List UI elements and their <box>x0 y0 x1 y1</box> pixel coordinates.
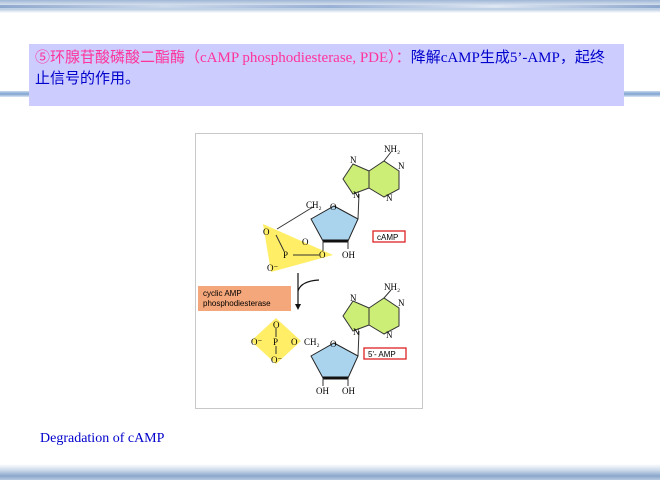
p-label: P <box>273 337 278 347</box>
phosphate-triangle <box>263 224 333 272</box>
ch2-label: CH₂ <box>304 337 320 347</box>
o-label: O <box>302 237 309 247</box>
nh2-label: NH₂ <box>384 144 400 154</box>
ch2-label: CH₂ <box>306 200 322 210</box>
o-label: O <box>330 202 337 212</box>
enzyme-box <box>198 286 291 311</box>
amp-label: 5'- AMP <box>368 350 396 359</box>
adenine-six-ring <box>368 297 400 335</box>
title-box: ⑤环腺苷酸磷酸二酯酶（cAMP phosphodiesterase, PDE）：… <box>29 44 624 106</box>
o-minus-label: O⁻ <box>267 263 278 273</box>
o-minus-label: O⁻ <box>251 337 262 347</box>
n-label: N <box>350 155 357 165</box>
o-label: O <box>263 227 270 237</box>
camp-label: cAMP <box>377 233 398 242</box>
title-blue-text: 降解cAMP生成5’-AMP，起终止信号的作用。 <box>35 50 605 87</box>
footer-band <box>0 464 660 480</box>
oh-label: OH <box>342 386 355 396</box>
oh-label: OH <box>342 250 355 260</box>
o-label: O <box>291 337 298 347</box>
phosphate-diamond <box>251 318 301 364</box>
title-pink-text: ⑤环腺苷酸磷酸二酯酶（cAMP phosphodiesterase, PDE）： <box>35 50 411 66</box>
ribose-ring <box>310 342 359 379</box>
ribose-ring <box>310 205 359 242</box>
camp-label-box <box>372 230 406 243</box>
n-label: N <box>350 293 357 303</box>
reaction-diagram: NH₂ N N N N CH₂ O O O P O O⁻ OH cAMP cyc… <box>198 144 407 396</box>
amp-label-box <box>363 347 407 360</box>
enzyme-label-line2: phosphodiesterase <box>203 299 271 308</box>
header-stripe <box>0 5 660 8</box>
enzyme-label-line1: cyclic AMP <box>203 289 242 298</box>
n-label: N <box>353 190 360 200</box>
reaction-arrow <box>295 273 320 310</box>
oh-label: OH <box>316 386 329 396</box>
o-label: O <box>319 250 326 260</box>
nh2-label: NH₂ <box>384 282 400 292</box>
o-label: O <box>273 320 280 330</box>
figure-caption: Degradation of cAMP <box>40 431 165 446</box>
o-label: O <box>330 339 337 349</box>
adenine-six-ring <box>368 160 400 198</box>
amp-molecule: NH₂ N N N N O O⁻ P O CH₂ O O⁻ OH OH 5'- … <box>251 282 407 396</box>
n-label: N <box>398 161 405 171</box>
n-label: N <box>353 327 360 337</box>
n-label: N <box>386 193 393 203</box>
n-label: N <box>386 330 393 340</box>
n-label: N <box>398 298 405 308</box>
camp-molecule: NH₂ N N N N CH₂ O O O P O O⁻ OH cAMP <box>263 144 406 273</box>
camp-degradation-figure: NH₂ N N N N CH₂ O O O P O O⁻ OH cAMP cyc… <box>195 133 423 409</box>
o-minus-label: O⁻ <box>271 355 282 365</box>
p-label: P <box>283 250 288 260</box>
